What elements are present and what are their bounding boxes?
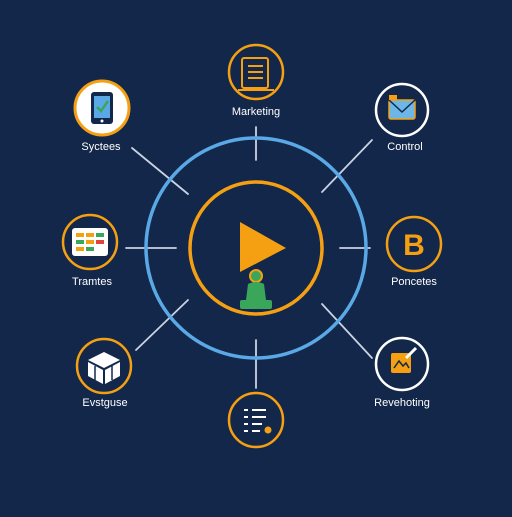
- picture-edit-icon: [391, 346, 418, 373]
- node-bottom[interactable]: [227, 391, 285, 449]
- label-syctees: Syctees: [81, 141, 121, 153]
- label-evstgause: Evstguse: [82, 397, 128, 409]
- node-revehoting[interactable]: [374, 336, 430, 392]
- node-syctees[interactable]: [73, 79, 131, 137]
- connector-syctees: [131, 147, 189, 195]
- node-evstgause[interactable]: [75, 337, 133, 395]
- hub-outer-ring: [144, 136, 368, 360]
- node-poncetes[interactable]: B: [385, 215, 443, 273]
- label-control: Control: [387, 141, 423, 153]
- hub-inner-ring: [188, 180, 324, 316]
- kanban-board-icon: [72, 228, 108, 256]
- cube-box-icon: [88, 352, 120, 384]
- label-poncetes: Poncetes: [391, 276, 437, 288]
- node-control[interactable]: [374, 82, 430, 138]
- checklist-icon: [244, 409, 266, 432]
- tablet-check-icon: [91, 92, 113, 124]
- label-revehoting: Revehoting: [374, 397, 430, 409]
- label-marketing: Marketing: [231, 106, 281, 118]
- label-tramtes: Tramtes: [72, 276, 112, 288]
- play-icon: [240, 222, 286, 272]
- node-tramtes[interactable]: [61, 213, 119, 271]
- envelope-icon: [388, 95, 416, 120]
- person-figure-icon: [240, 269, 272, 309]
- connector-control: [321, 139, 373, 193]
- connector-evstgause: [135, 299, 189, 351]
- letter-b-icon: B: [403, 229, 425, 262]
- document-list-icon: [238, 57, 274, 91]
- node-marketing[interactable]: [227, 43, 285, 101]
- connector-revehoting: [321, 303, 373, 359]
